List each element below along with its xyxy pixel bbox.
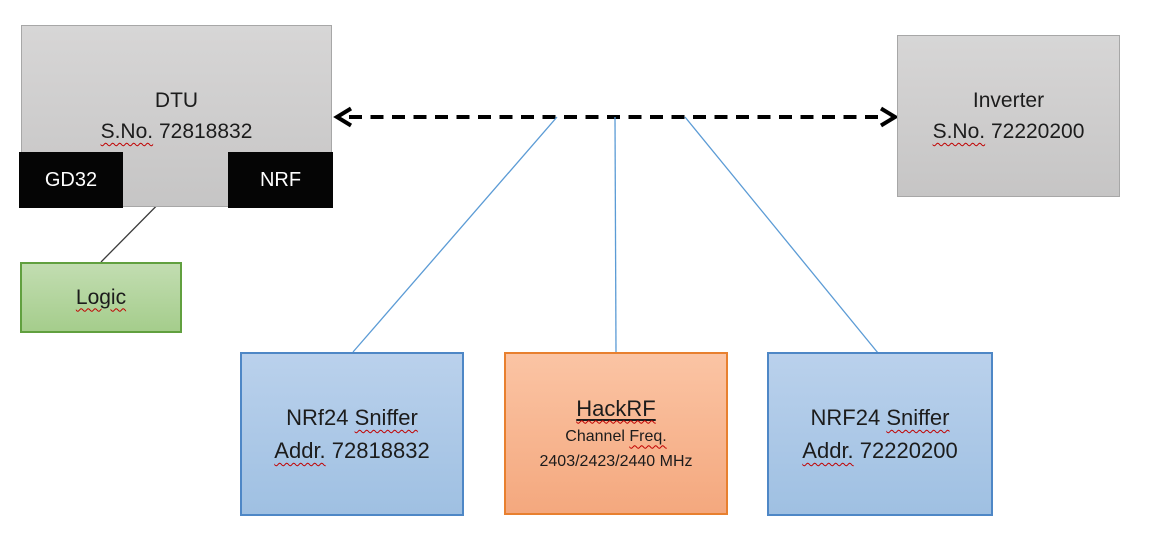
dashed-arrowhead-right [879,106,899,128]
logic-label: Logic [75,285,127,309]
hackrf-connector-line [614,116,617,353]
hackrf-freq-values: 2403/2423/2440 MHz [539,452,693,470]
dtu-serial-value: 72818832 [158,120,253,143]
sniffer-left-name-word: Sniffer [354,405,418,430]
sniffer-left-box: NRf24 Sniffer Addr. 72818832 [240,352,464,516]
sniffer-right-address: Addr. 72220200 [802,434,957,467]
nrf-label: NRF [259,168,302,191]
hackrf-box: HackRF Channel Freq. 2403/2423/2440 MHz [504,352,728,515]
dtu-serial-label: S.No. [100,120,154,143]
inverter-serial: S.No. 72220200 [933,116,1085,147]
sniffer-right-title: NRF24 Sniffer [811,401,950,434]
dtu-serial: S.No. 72818832 [101,116,253,147]
sniffer-right-connector-line [684,116,879,354]
nrf-box: NRF [228,152,333,208]
hackrf-freq-label-line: Channel Freq. [565,424,666,449]
sniffer-left-address: Addr. 72818832 [274,434,429,467]
hackrf-freq-label: Freq. [629,427,667,445]
gd32-label: GD32 [44,168,98,191]
inverter-serial-value: 72220200 [990,120,1085,143]
sniffer-right-addr-value: 72220200 [859,438,958,463]
sniffer-left-connector-line [352,116,558,353]
inverter-box: Inverter S.No. 72220200 [897,35,1120,197]
hackrf-title-line: HackRF [576,394,655,424]
inverter-serial-label: S.No. [932,120,986,143]
sniffer-left-addr-value: 72818832 [331,438,430,463]
logic-box: Logic [20,262,182,333]
dashed-arrowhead-left [333,106,353,128]
sniffer-left-name-prefix: NRf24 [286,405,349,430]
sniffer-right-name-prefix: NRF24 [810,405,881,430]
inverter-title: Inverter [972,89,1045,112]
hackrf-title-underline: HackRF [576,396,655,421]
sniffer-right-addr-label: Addr. [802,438,854,463]
dtu-title: DTU [154,89,199,112]
sniffer-left-title: NRf24 Sniffer [286,401,418,434]
gd32-box: GD32 [19,152,123,208]
sniffer-left-addr-label: Addr. [274,438,326,463]
sniffer-right-box: NRF24 Sniffer Addr. 72220200 [767,352,993,516]
hackrf-title: HackRF [576,395,656,421]
sniffer-right-name-word: Sniffer [886,405,950,430]
hackrf-freq-prefix: Channel [565,427,625,445]
